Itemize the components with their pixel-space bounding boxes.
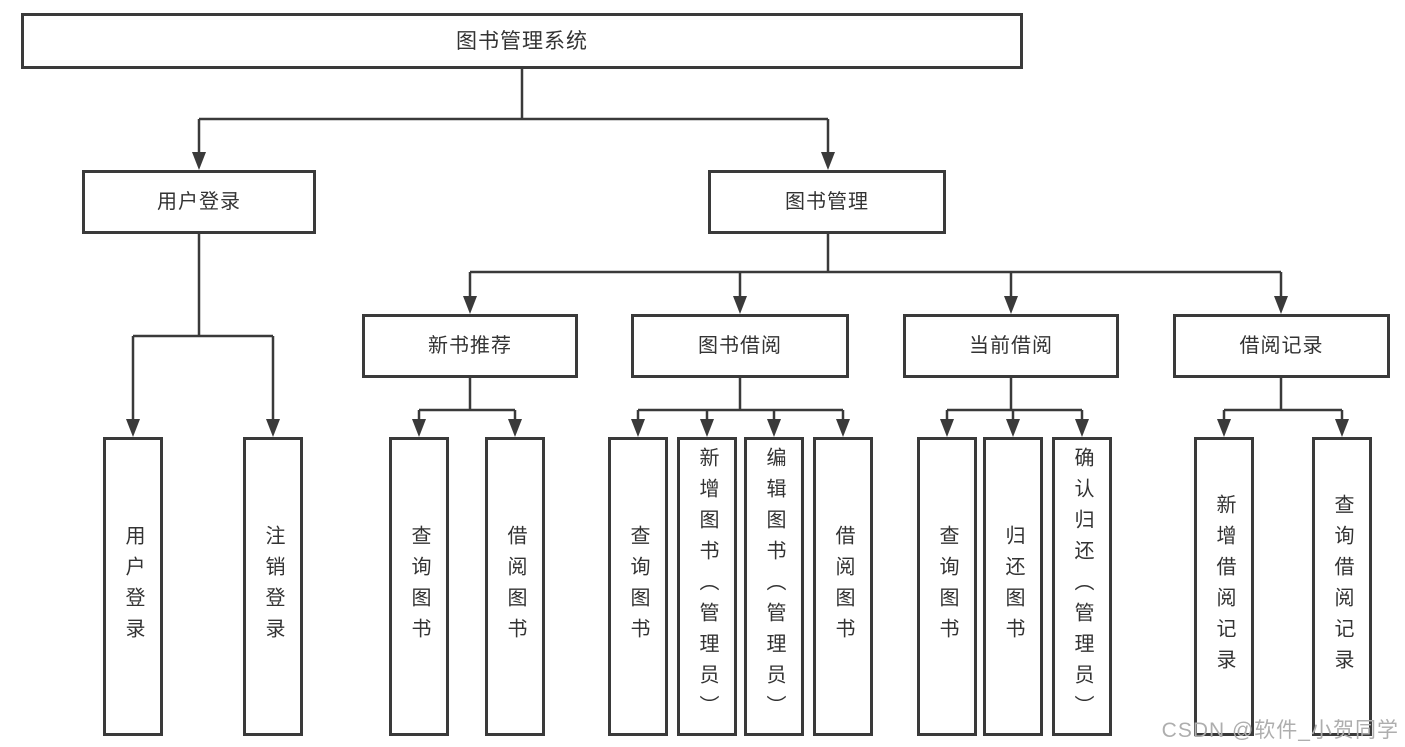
leaf-query-borrow-record: 查询借阅记录 [1312,437,1372,736]
node-label: 图书管理 [785,191,869,213]
leaf-query-books: 查询图书 [917,437,977,736]
leaf-add-borrow-record: 新增借阅记录 [1194,437,1254,736]
leaf-logout: 注销登录 [243,437,303,736]
node-current-borrow: 当前借阅 [903,314,1119,378]
node-new-book-recommend: 新书推荐 [362,314,578,378]
leaf-borrow-books: 借阅图书 [485,437,545,736]
node-book-management: 图书管理 [708,170,946,234]
node-borrow-records: 借阅记录 [1173,314,1390,378]
node-label: 借阅记录 [1239,335,1324,357]
leaf-edit-books-admin: 编辑图书（管理员） [744,437,804,736]
leaf-query-books: 查询图书 [608,437,668,736]
node-user-login: 用户登录 [82,170,316,234]
leaf-return-books: 归还图书 [983,437,1043,736]
node-label: 当前借阅 [969,335,1053,357]
leaf-query-books: 查询图书 [389,437,449,736]
node-label: 用户登录 [157,191,241,213]
node-library-management-system: 图书管理系统 [21,13,1023,69]
leaf-user-login: 用户登录 [103,437,163,736]
node-label: 图书管理系统 [456,29,588,53]
node-label: 新书推荐 [428,335,512,357]
leaf-borrow-books: 借阅图书 [813,437,873,736]
node-book-borrow: 图书借阅 [631,314,849,378]
csdn-watermark: CSDN @软件_小贺同学 [1161,719,1399,742]
leaf-confirm-return-admin: 确认归还（管理员） [1052,437,1112,736]
node-label: 图书借阅 [698,335,782,357]
leaf-add-books-admin: 新增图书（管理员） [677,437,737,736]
